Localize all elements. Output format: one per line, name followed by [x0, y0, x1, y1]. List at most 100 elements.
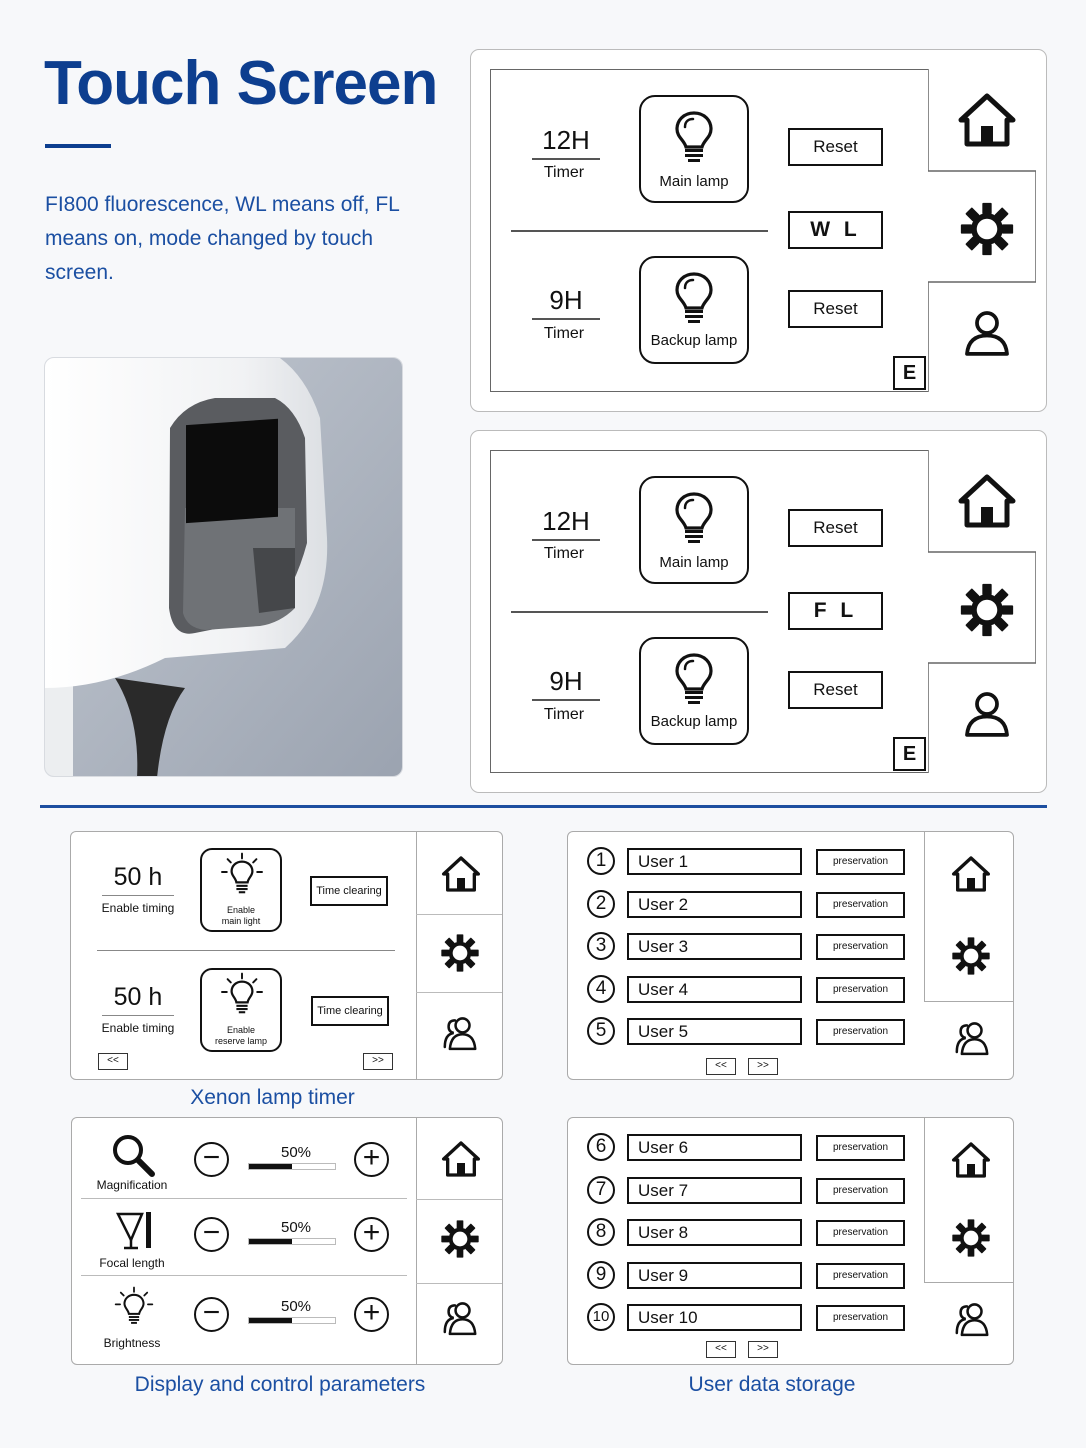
reset-backup-button[interactable]: Reset — [788, 671, 883, 709]
preservation-button[interactable]: preservation — [816, 1220, 905, 1246]
focal-length-percent: 50% — [281, 1219, 312, 1236]
magnification-slider[interactable] — [248, 1163, 336, 1170]
user-number-badge: 4 — [587, 974, 615, 1003]
row-separator — [81, 1275, 407, 1277]
mode-toggle-button[interactable]: F L — [788, 592, 883, 630]
next-page-button[interactable]: >> — [748, 1058, 778, 1075]
preservation-button[interactable]: preservation — [816, 1019, 905, 1045]
focal-length-increase-button[interactable]: + — [354, 1217, 389, 1252]
time-clearing-reserve-button[interactable]: Time clearing — [311, 996, 389, 1026]
main-lamp-label: Main lamp — [659, 173, 729, 190]
gear-icon[interactable] — [951, 1218, 991, 1258]
next-page-button[interactable]: >> — [363, 1053, 393, 1070]
focal-length-decrease-button[interactable]: − — [194, 1217, 229, 1252]
user-name-field[interactable]: User 9 — [627, 1261, 802, 1289]
backup-timer-value: 9H — [549, 285, 583, 315]
main-timer-label: Timer — [543, 545, 585, 562]
device-photo — [44, 357, 403, 777]
slider-fill — [249, 1239, 292, 1244]
reset-backup-button[interactable]: Reset — [788, 290, 883, 328]
divider — [511, 230, 768, 232]
user-name-field[interactable]: User 2 — [627, 890, 802, 918]
e-indicator[interactable]: E — [893, 356, 926, 390]
prev-page-button[interactable]: << — [98, 1053, 128, 1070]
magnification-label: Magnification — [96, 1178, 168, 1192]
enable-reserve-lamp-label-2: reserve lamp — [214, 1036, 268, 1046]
preservation-button[interactable]: preservation — [816, 934, 905, 960]
brightness-slider[interactable] — [248, 1317, 336, 1324]
nav-separator — [416, 992, 502, 994]
nav-separator — [416, 1199, 502, 1201]
params-caption: Display and control parameters — [134, 1373, 426, 1396]
enable-reserve-lamp-label-1: Enable — [226, 1025, 256, 1035]
backup-timer-label: Timer — [543, 325, 585, 342]
home-icon[interactable] — [957, 471, 1017, 531]
backup-lamp-button[interactable]: Backup lamp — [639, 637, 749, 745]
nav-column — [924, 1118, 1013, 1283]
gear-icon[interactable] — [440, 1219, 480, 1259]
preservation-button[interactable]: preservation — [816, 1262, 905, 1289]
brightness-increase-button[interactable]: + — [354, 1297, 389, 1332]
gear-icon[interactable] — [440, 933, 480, 973]
next-page-button[interactable]: >> — [748, 1341, 778, 1358]
main-lamp-button[interactable]: Main lamp — [639, 95, 749, 203]
user-icon[interactable] — [960, 689, 1014, 739]
user-name-field[interactable]: User 3 — [627, 933, 802, 960]
users-icon[interactable] — [952, 1300, 992, 1338]
magnification-increase-button[interactable]: + — [354, 1142, 389, 1177]
backup-lamp-label: Backup lamp — [650, 713, 738, 730]
user-name-field[interactable]: User 1 — [627, 848, 802, 875]
preservation-button[interactable]: preservation — [816, 976, 905, 1003]
bulb-icon — [674, 652, 714, 706]
preservation-button[interactable]: preservation — [816, 891, 905, 918]
users-icon[interactable] — [440, 1014, 480, 1052]
prev-page-button[interactable]: << — [706, 1058, 736, 1075]
user-name-field[interactable]: User 5 — [627, 1018, 802, 1045]
mode-toggle-button[interactable]: W L — [788, 211, 883, 249]
backup-timer-value: 9H — [549, 666, 583, 696]
users-caption: User data storage — [688, 1373, 856, 1396]
enable-main-light-label-2: main light — [221, 916, 261, 926]
users-icon[interactable] — [440, 1299, 480, 1337]
backup-lamp-button[interactable]: Backup lamp — [639, 256, 749, 364]
user-name-field[interactable]: User 6 — [627, 1134, 802, 1161]
reset-main-button[interactable]: Reset — [788, 128, 883, 166]
home-icon[interactable] — [949, 1140, 993, 1180]
preservation-button[interactable]: preservation — [816, 1135, 905, 1161]
main-lamp-button[interactable]: Main lamp — [639, 476, 749, 584]
gear-icon[interactable] — [959, 201, 1015, 257]
reserve-timing-block: 50 h Enable timing — [98, 983, 178, 1035]
magnifier-icon — [113, 1135, 155, 1177]
user-icon[interactable] — [960, 308, 1014, 358]
user-name-field[interactable]: User 10 — [627, 1304, 802, 1331]
home-icon[interactable] — [439, 1139, 483, 1179]
nav-separator — [416, 1283, 502, 1285]
user-name-field[interactable]: User 4 — [627, 975, 802, 1003]
user-number-badge: 7 — [587, 1175, 615, 1204]
e-indicator[interactable]: E — [893, 737, 926, 771]
preservation-button[interactable]: preservation — [816, 1305, 905, 1331]
reset-main-button[interactable]: Reset — [788, 509, 883, 547]
bulb-icon — [218, 972, 266, 1020]
user-name-field[interactable]: User 8 — [627, 1219, 802, 1246]
time-clearing-main-button[interactable]: Time clearing — [310, 876, 388, 906]
home-icon[interactable] — [957, 90, 1017, 150]
backup-timer-label: Timer — [543, 706, 585, 723]
brightness-decrease-button[interactable]: − — [194, 1297, 229, 1332]
focal-length-slider[interactable] — [248, 1238, 336, 1245]
prev-page-button[interactable]: << — [706, 1341, 736, 1358]
users-icon[interactable] — [952, 1019, 992, 1057]
home-icon[interactable] — [949, 854, 993, 894]
enable-reserve-lamp-button[interactable]: Enable reserve lamp — [200, 968, 282, 1052]
home-icon[interactable] — [439, 854, 483, 894]
gear-icon[interactable] — [959, 582, 1015, 638]
focal-length-label: Focal length — [99, 1256, 165, 1270]
gear-icon[interactable] — [951, 936, 991, 976]
user-name-field[interactable]: User 7 — [627, 1176, 802, 1204]
enable-main-light-button[interactable]: Enable main light — [200, 848, 282, 932]
preservation-button[interactable]: preservation — [816, 1177, 905, 1204]
magnification-decrease-button[interactable]: − — [194, 1142, 229, 1177]
preservation-button[interactable]: preservation — [816, 849, 905, 875]
user-number-badge: 8 — [587, 1218, 615, 1246]
